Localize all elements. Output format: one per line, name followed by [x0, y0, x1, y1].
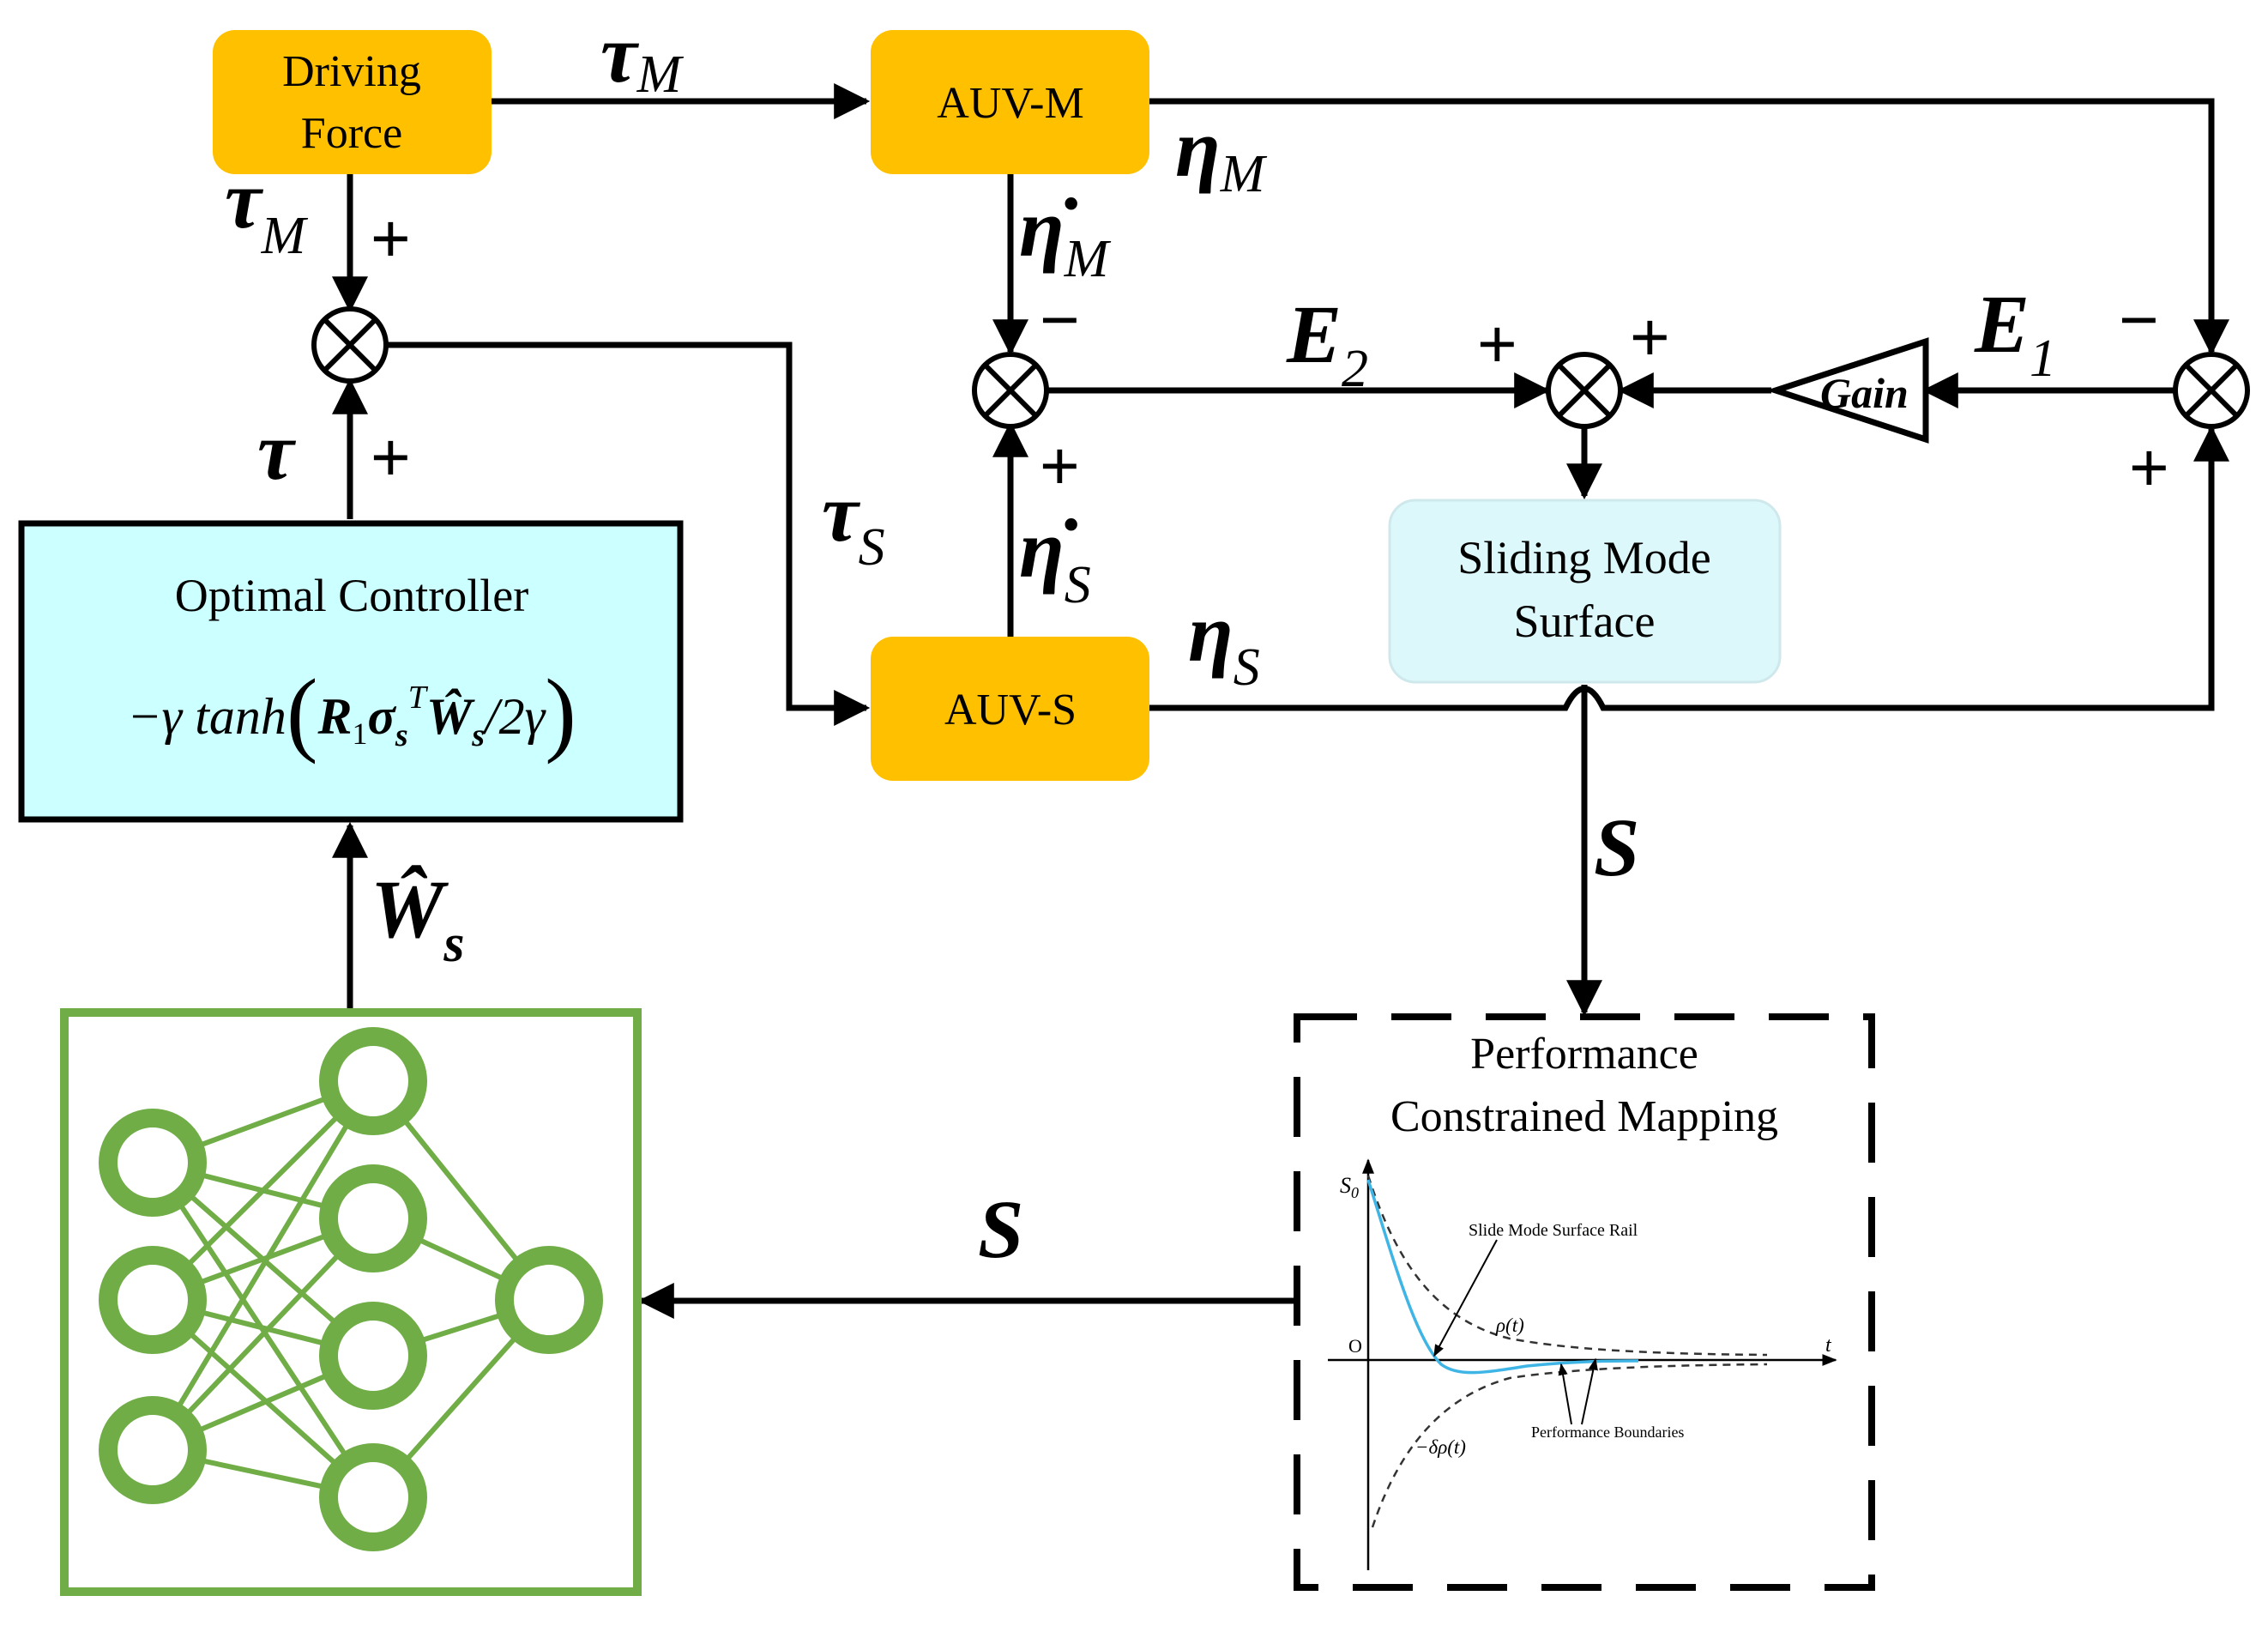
plot-boundary-pointer-2	[1581, 1357, 1598, 1425]
auv-s-block: AUV-S	[871, 637, 1149, 781]
label-tau-m-left: τM	[225, 154, 309, 265]
sign-minus-right: −	[2119, 281, 2159, 358]
performance-plot: S0 O t Slide Mode Surface Rail ρ(t) −δρ(…	[1328, 1158, 1837, 1570]
sum-junction-left	[311, 306, 389, 384]
nn-input-node	[99, 1109, 207, 1217]
label-e1: E1	[1974, 278, 2056, 388]
nn-hidden-node	[319, 1302, 427, 1410]
plot-label-rho: ρ(t)	[1495, 1315, 1524, 1336]
sign-plus-left-top: +	[371, 200, 411, 276]
sign-plus-left-bottom: +	[371, 419, 411, 495]
nn-input-node	[99, 1396, 207, 1504]
neural-network-block	[60, 1008, 642, 1596]
sliding-surface-line1: Sliding Mode	[1457, 532, 1711, 583]
wire-tauS-to-auvs	[388, 342, 871, 726]
nn-input-node	[99, 1246, 207, 1354]
sign-minus-middle: −	[1040, 281, 1080, 358]
plot-label-s0: S0	[1340, 1173, 1359, 1201]
sign-plus-right: +	[2129, 429, 2169, 505]
plot-boundary-pointer-1	[1558, 1363, 1572, 1425]
driving-force-line1: Driving	[282, 47, 421, 96]
plot-label-boundaries: Performance Boundaries	[1531, 1424, 1684, 1441]
label-eta-s-dot: η̇S	[1019, 503, 1091, 614]
nn-hidden-node	[319, 1443, 427, 1551]
wires	[332, 83, 2229, 1319]
performance-title-line2: Constrained Mapping	[1390, 1092, 1778, 1141]
label-tau-s: τS	[822, 467, 885, 577]
driving-force-block: Driving Force	[213, 30, 492, 174]
label-tau: τ	[257, 405, 297, 497]
sum-junction-right	[2173, 352, 2250, 429]
plot-label-origin: O	[1348, 1335, 1362, 1357]
sign-plus-sliding-right: +	[1630, 299, 1670, 375]
label-w-hat: Ŵs	[371, 863, 465, 973]
label-eta-m-dot: η̇M	[1019, 182, 1112, 288]
control-law: −γ tanh(R1σsTŴs/2γ)	[127, 660, 576, 765]
summing-junctions	[311, 306, 2250, 429]
auv-m-label: AUV-M	[937, 79, 1083, 128]
wire-etaM-to-sumR	[1149, 98, 2229, 356]
plot-label-neg-rho: −δρ(t)	[1415, 1436, 1466, 1458]
plot-surface-curve	[1366, 1179, 1639, 1375]
sign-plus-sliding-left: +	[1477, 305, 1517, 382]
optimal-controller-title: Optimal Controller	[175, 570, 528, 621]
performance-mapping-block: Performance Constrained Mapping S0 O t S…	[1294, 1013, 1875, 1591]
plot-label-rail: Slide Mode Surface Rail	[1469, 1221, 1638, 1240]
auv-m-block: AUV-M	[871, 30, 1149, 174]
label-s-left: S	[978, 1183, 1023, 1275]
sign-plus-middle: +	[1040, 427, 1080, 504]
optimal-controller-block: Optimal Controller −γ tanh(R1σsTŴs/2γ)	[18, 520, 684, 823]
auv-s-label: AUV-S	[944, 686, 1077, 734]
performance-title-line1: Performance	[1470, 1030, 1698, 1079]
nn-output-node	[495, 1246, 603, 1354]
nn-hidden-node	[319, 1164, 427, 1272]
label-e2: E2	[1286, 288, 1368, 398]
label-tau-m-top: τM	[600, 8, 685, 104]
label-s-down: S	[1594, 801, 1639, 893]
sliding-mode-surface-block: Sliding Mode Surface	[1388, 499, 1782, 684]
driving-force-line2: Force	[301, 109, 402, 158]
sum-junction-sliding	[1546, 352, 1623, 429]
plot-lower-boundary	[1371, 1363, 1768, 1528]
signal-labels: τM τM τ τS ηM η̇M η̇S ηS E2 E1 S S Ŵs	[225, 8, 2056, 1275]
sum-junction-middle	[972, 352, 1049, 429]
label-eta-s: ηS	[1188, 587, 1260, 697]
nn-hidden-node	[319, 1027, 427, 1135]
plot-rail-pointer	[1433, 1239, 1498, 1357]
gain-block: Gain	[1765, 337, 1929, 444]
plot-label-t: t	[1825, 1334, 1832, 1357]
sliding-surface-line2: Surface	[1514, 595, 1656, 647]
plot-upper-boundary	[1366, 1175, 1768, 1357]
nn-nodes	[99, 1027, 603, 1551]
gain-label: Gain	[1820, 369, 1909, 417]
junction-signs: + + − + + + − +	[371, 200, 2169, 505]
label-eta-m: ηM	[1175, 102, 1268, 203]
